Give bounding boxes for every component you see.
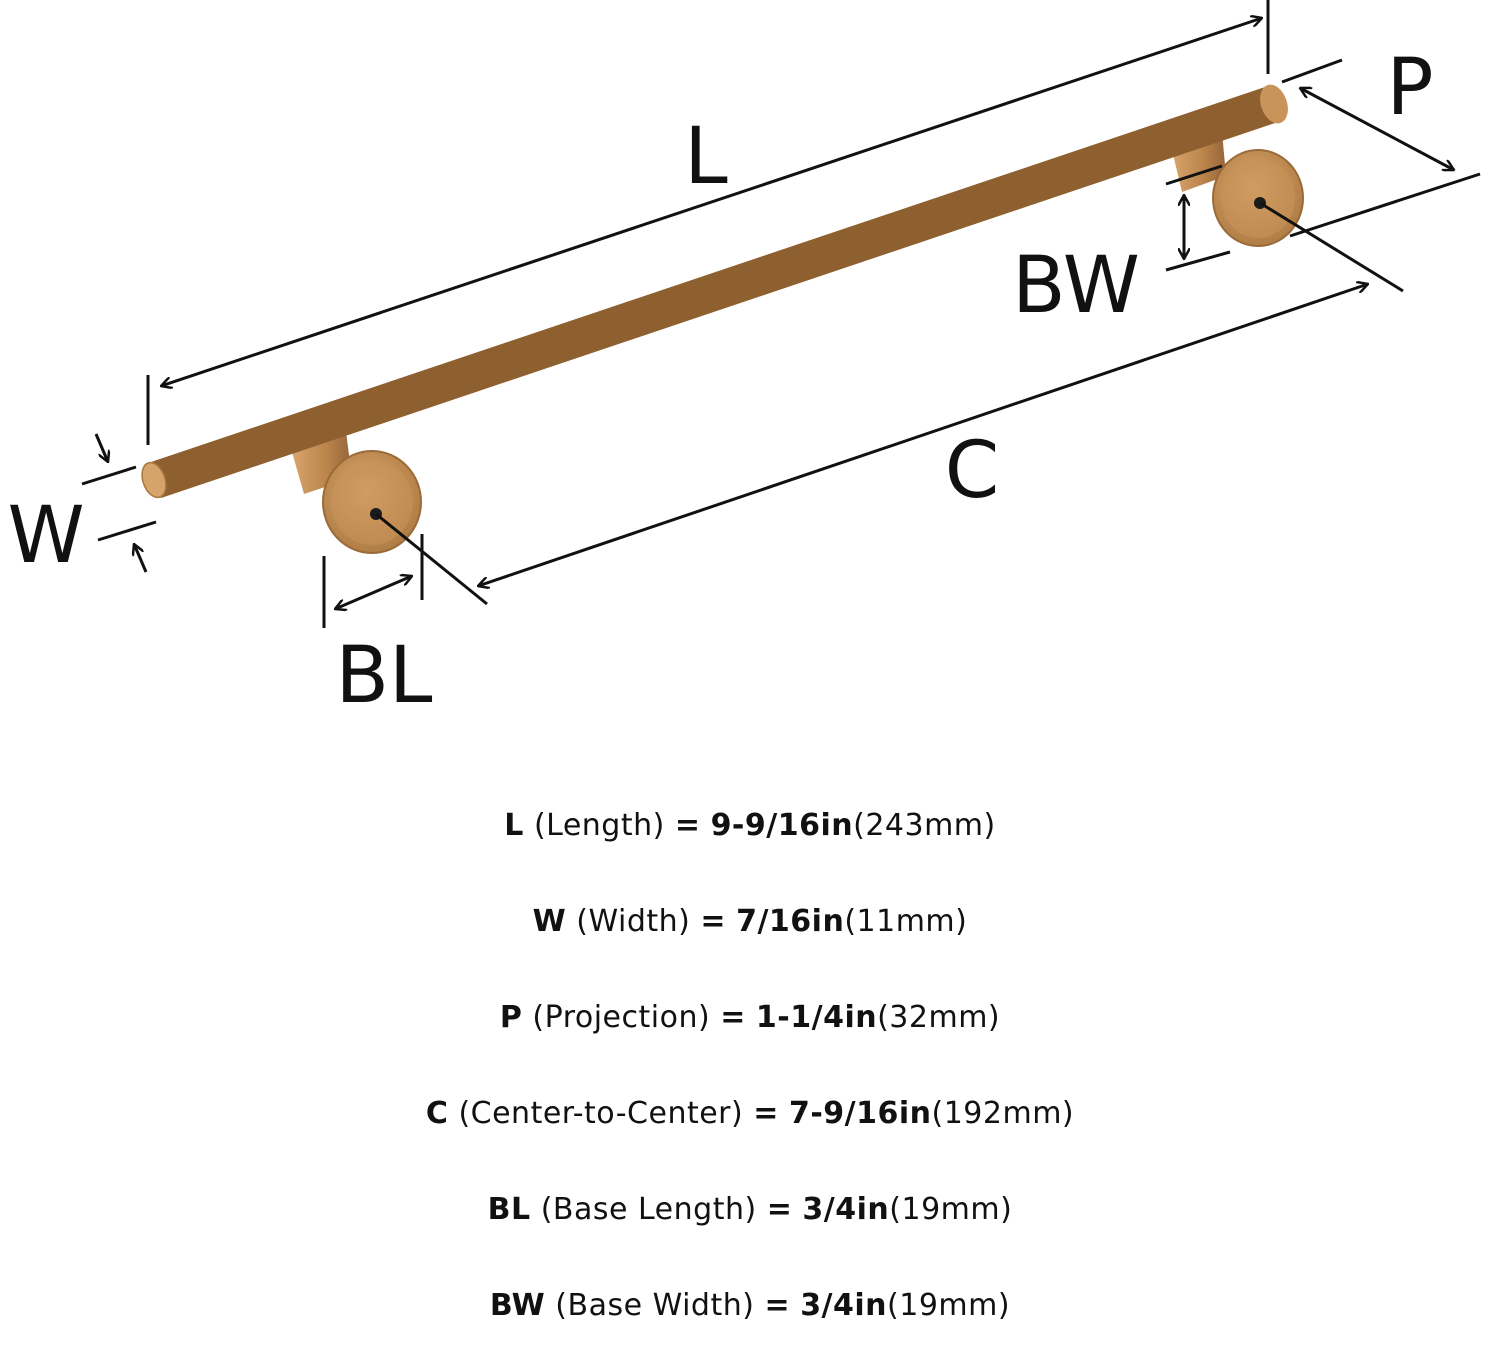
spec-mm: (32mm) [877,1000,1001,1035]
spec-code: W [532,904,567,939]
spec-desc: (Base Length) [540,1192,757,1227]
spec-code: L [504,808,524,843]
spec-mm: (19mm) [889,1192,1013,1227]
spec-desc: (Center-to-Center) [458,1096,744,1131]
spec-line-length: L (Length) = 9-9/16in(243mm) [0,778,1500,874]
spec-inches: 1-1/4in [755,1000,878,1035]
specifications-list: L (Length) = 9-9/16in(243mm) W (Width) =… [0,778,1500,1354]
dimension-lines [81,0,1481,628]
spec-inches: 9-9/16in [710,808,854,843]
spec-inches: 7-9/16in [788,1096,932,1131]
spec-code: BW [489,1288,546,1323]
spec-desc: (Base Width) [555,1288,755,1323]
spec-mm: (192mm) [931,1096,1075,1131]
spec-inches: 3/4in [802,1192,890,1227]
spec-mm: (19mm) [887,1288,1011,1323]
spec-code: C [425,1096,449,1131]
spec-mm: (243mm) [853,808,996,843]
label-bl: BL [336,631,434,721]
label-w: W [7,491,84,581]
spec-inches: 7/16in [736,904,845,939]
spec-desc: (Projection) [532,1000,711,1035]
spec-line-base-width: BW (Base Width) = 3/4in(19mm) [0,1258,1500,1354]
spec-equals: = [764,1288,791,1323]
spec-inches: 3/4in [800,1288,888,1323]
cabinet-pull-diagram: L W P C BL BW [7,0,1481,721]
spec-mm: (11mm) [844,904,968,939]
spec-line-projection: P (Projection) = 1-1/4in(32mm) [0,970,1500,1066]
spec-desc: (Width) [576,904,691,939]
label-p: P [1386,43,1433,133]
spec-line-base-length: BL (Base Length) = 3/4in(19mm) [0,1162,1500,1258]
spec-equals: = [720,1000,746,1035]
spec-line-width: W (Width) = 7/16in(11mm) [0,874,1500,970]
spec-desc: (Length) [533,808,665,843]
spec-equals: = [700,904,727,939]
spec-line-center-to-center: C (Center-to-Center) = 7-9/16in(192mm) [0,1066,1500,1162]
spec-code: P [499,1000,523,1035]
label-bw: BW [1012,241,1140,331]
left-post [292,432,422,554]
spec-equals: = [753,1096,779,1131]
label-c: C [945,426,999,516]
spec-equals: = [674,808,701,843]
spec-equals: = [766,1192,793,1227]
spec-code: BL [487,1192,531,1227]
label-l: L [684,112,728,202]
